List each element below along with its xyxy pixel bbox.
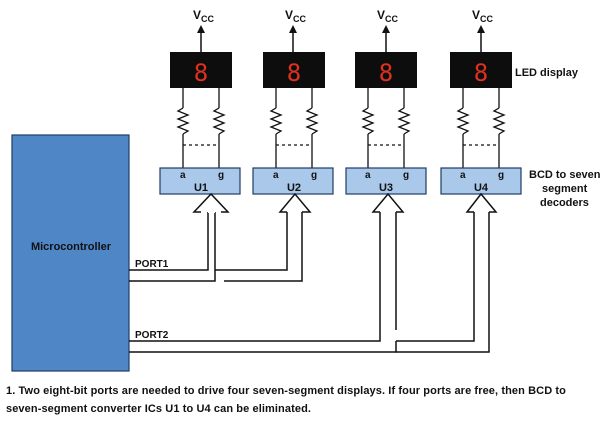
led-digit: 8 [194, 59, 208, 87]
led-digit: 8 [379, 59, 393, 87]
microcontroller-label: Microcontroller [31, 241, 112, 253]
pin-a: a [365, 170, 371, 181]
resistor [361, 107, 375, 135]
decoder-u3 [345, 167, 427, 195]
port1-bus [129, 212, 303, 282]
decoder-u4 [440, 167, 522, 195]
decoder-name: U2 [287, 182, 301, 194]
port1-label: PORT1 [135, 259, 169, 270]
port2-label: PORT2 [135, 330, 169, 341]
bus-arrow-u3 [371, 192, 405, 213]
decoder-label-line1: BCD to seven- [529, 169, 600, 181]
decoder-name: U1 [194, 182, 208, 194]
resistor [492, 107, 506, 135]
bus-arrow-u4 [465, 192, 498, 213]
resistor [212, 107, 226, 135]
led-digit: 8 [474, 59, 488, 87]
display-channel-4: VCC 8 a g U4 [440, 8, 522, 195]
display-channel-3: VCC 8 a g U3 [345, 8, 427, 195]
led-digit: 8 [287, 59, 301, 87]
resistor [305, 107, 319, 135]
vcc-arrow-head [289, 25, 297, 33]
resistor [176, 107, 190, 135]
decoder-name: U3 [379, 182, 393, 194]
pin-g: g [403, 170, 409, 181]
pin-g: g [498, 170, 504, 181]
led-display [450, 52, 512, 88]
led-display-label: LED display [515, 67, 579, 79]
pin-a: a [460, 170, 466, 181]
display-channel-1: VCC 8 a g U1 [159, 8, 241, 195]
led-display [355, 52, 417, 88]
pin-g: g [311, 170, 317, 181]
led-display [170, 52, 232, 88]
pin-a: a [180, 170, 186, 181]
decoder-label-line3: decoders [540, 197, 589, 209]
bus-arrow-u1 [192, 192, 230, 213]
vcc-label: VCC [285, 8, 307, 24]
resistor [269, 107, 283, 135]
pin-a: a [273, 170, 279, 181]
bus-arrow-u2 [278, 192, 312, 213]
vcc-label: VCC [193, 8, 215, 24]
port2-bus [129, 212, 490, 353]
led-display [263, 52, 325, 88]
pin-g: g [218, 170, 224, 181]
vcc-label: VCC [377, 8, 399, 24]
vcc-label: VCC [472, 8, 494, 24]
vcc-arrow-head [197, 25, 205, 33]
vcc-arrow-head [477, 25, 485, 33]
vcc-arrow-head [382, 25, 390, 33]
resistor [397, 107, 411, 135]
figure-caption: 1. Two eight-bit ports are needed to dri… [6, 385, 566, 415]
display-channel-2: VCC 8 a g U2 [252, 8, 334, 195]
decoder-u2 [252, 167, 334, 195]
decoder-u1 [159, 167, 241, 195]
resistor [456, 107, 470, 135]
decoder-label-line2: segment [542, 183, 588, 195]
microcontroller-block [11, 134, 130, 372]
decoder-name: U4 [474, 182, 489, 194]
